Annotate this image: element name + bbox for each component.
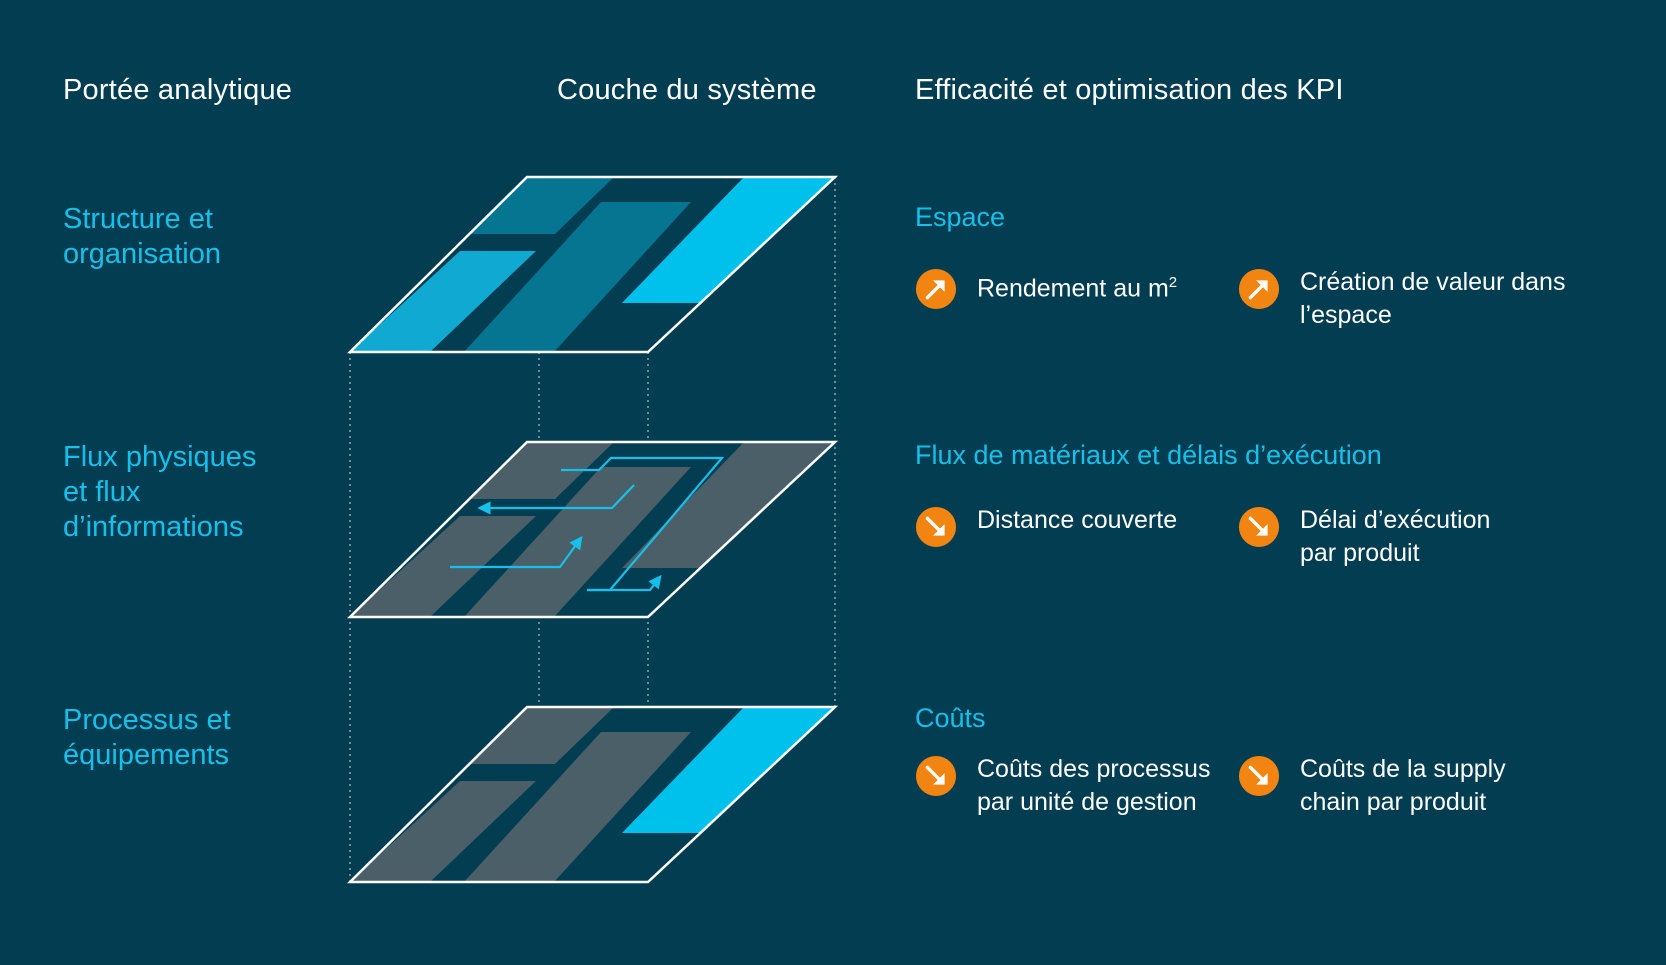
kpi-couts-processus: Coûts des processus par unité de gestion xyxy=(915,753,1210,819)
kpi-line: Création de valeur dans xyxy=(1300,268,1566,296)
flow-arrows xyxy=(450,456,725,592)
arrow-down-right-icon xyxy=(1238,755,1280,797)
kpi-line: Délai d’exécution xyxy=(1300,506,1491,534)
scope-line: d’informations xyxy=(63,511,244,543)
kpi-line: Rendement au m xyxy=(977,274,1169,303)
kpi-distance: Distance couverte xyxy=(915,504,1177,548)
scope-line: Structure et xyxy=(63,203,213,235)
arrow-up-right-icon xyxy=(915,268,957,310)
kpi-label: Création de valeur dans l’espace xyxy=(1300,266,1565,332)
kpi-line: par produit xyxy=(1300,539,1420,567)
arrow-up-right-icon xyxy=(1238,268,1280,310)
arrow-down-right-icon xyxy=(915,755,957,797)
scope-line: équipements xyxy=(63,739,230,771)
header-scope: Portée analytique xyxy=(63,74,293,106)
kpi-line: chain par produit xyxy=(1300,788,1487,816)
kpi-line: par unité de gestion xyxy=(977,788,1197,816)
arrow-down-right-icon xyxy=(1238,506,1280,548)
kpi-line: Coûts de la supply xyxy=(1300,755,1506,783)
layer-processus xyxy=(346,705,839,884)
scope-line: Flux physiques xyxy=(63,441,257,473)
header-kpi: Efficacité et optimisation des KPI xyxy=(915,74,1344,106)
kpi-delai: Délai d’exécution par produit xyxy=(1238,504,1490,570)
kpi-label: Coûts de la supply chain par produit xyxy=(1300,753,1506,819)
kpi-line: Coûts des processus xyxy=(977,755,1211,783)
category-flux: Flux de matériaux et délais d’exécution xyxy=(915,440,1382,470)
category-espace: Espace xyxy=(915,202,1006,232)
layer-structure xyxy=(346,175,839,354)
scope-flux: Flux physiques et flux d’informations xyxy=(63,440,256,545)
scope-line: organisation xyxy=(63,238,221,270)
kpi-label: Délai d’exécution par produit xyxy=(1300,504,1490,570)
scope-structure: Structure et organisation xyxy=(63,202,221,272)
header-layer: Couche du système xyxy=(557,74,817,106)
kpi-label: Distance couverte xyxy=(977,504,1177,537)
kpi-couts-supply-chain: Coûts de la supply chain par produit xyxy=(1238,753,1506,819)
kpi-line: l’espace xyxy=(1300,301,1392,329)
kpi-label: Rendement au m2 xyxy=(977,266,1177,305)
kpi-line: Distance couverte xyxy=(977,506,1178,534)
scope-line: Processus et xyxy=(63,704,231,736)
scope-processus: Processus et équipements xyxy=(63,703,231,773)
kpi-creation-valeur: Création de valeur dans l’espace xyxy=(1238,266,1565,332)
scope-line: et flux xyxy=(63,476,141,508)
category-couts: Coûts xyxy=(915,703,986,733)
superscript-2: 2 xyxy=(1168,274,1178,291)
kpi-rendement: Rendement au m2 xyxy=(915,266,1177,310)
layer-flux xyxy=(346,440,839,619)
arrow-down-right-icon xyxy=(915,506,957,548)
kpi-label: Coûts des processus par unité de gestion xyxy=(977,753,1210,819)
